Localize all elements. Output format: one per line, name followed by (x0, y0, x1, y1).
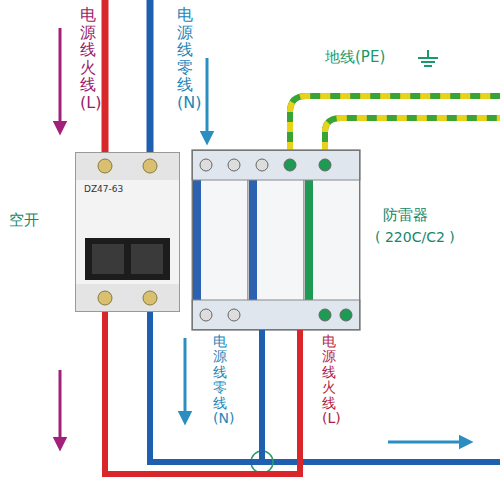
surge-protector: 防雷器( 220C/C2 ) (192, 150, 360, 330)
spd-bottom-cap (192, 300, 360, 330)
live-connector (105, 312, 300, 474)
breaker-body (75, 152, 180, 312)
ground-label: 地线(PE) (325, 48, 385, 67)
breaker-handle (131, 244, 163, 274)
terminal-screw (319, 159, 331, 171)
wire-label: 电源线火线(L) (322, 334, 336, 426)
terminal-screw (319, 309, 331, 321)
neutral-connector (150, 312, 262, 462)
terminal-screw (200, 309, 212, 321)
terminal-screw (284, 159, 296, 171)
terminal-screw (200, 159, 212, 171)
breaker-case (75, 152, 180, 312)
flow-arrow (206, 58, 209, 138)
flow-arrow (184, 338, 187, 418)
breaker-handle (92, 244, 124, 274)
ground-wire-stripe (325, 118, 500, 152)
circuit-breaker: 空开DZ47-63 (75, 152, 180, 312)
flow-arrow (59, 370, 62, 444)
terminal-screw (228, 159, 240, 171)
terminal-screw (98, 291, 112, 305)
breaker-caption: 空开 (9, 211, 39, 230)
terminal-screw (340, 309, 352, 321)
terminal-screw (98, 159, 112, 173)
terminal-screw (256, 159, 268, 171)
ground-symbol-stem (427, 50, 429, 58)
surge-protector-body (192, 150, 360, 330)
terminal-screw (228, 309, 240, 321)
wire-label: 电源线零线(N) (177, 6, 193, 112)
terminal-screw (143, 159, 157, 173)
ground-wire (325, 118, 500, 152)
spd-top-cap (192, 150, 360, 180)
breaker-toggle-slot (85, 238, 170, 280)
ground-wire (290, 96, 500, 152)
flow-arrow (59, 28, 62, 128)
ground-symbol-bar (418, 57, 438, 59)
spd-stripe (249, 180, 257, 300)
wire-label: 电源线零线(N) (213, 334, 227, 426)
ground-symbol-bar (424, 65, 432, 67)
terminal-screw (143, 291, 157, 305)
breaker-terminal-band (75, 152, 180, 180)
spd-stripe (305, 180, 313, 300)
device-caption: 防雷器 (383, 206, 428, 225)
live-wire (102, 0, 109, 156)
neutral-wire (147, 0, 154, 156)
device-model: ( 220C/C2 ) (375, 229, 455, 245)
spd-stripe (193, 180, 201, 300)
ground-symbol-bar (421, 61, 435, 63)
wire-label: 电源线火线(L) (80, 6, 96, 112)
ground-symbol (418, 50, 438, 66)
flow-arrow (388, 441, 466, 444)
model-number: DZ47-63 (84, 184, 123, 194)
ground-wire-stripe (290, 96, 500, 152)
breaker-terminal-band (75, 284, 180, 312)
